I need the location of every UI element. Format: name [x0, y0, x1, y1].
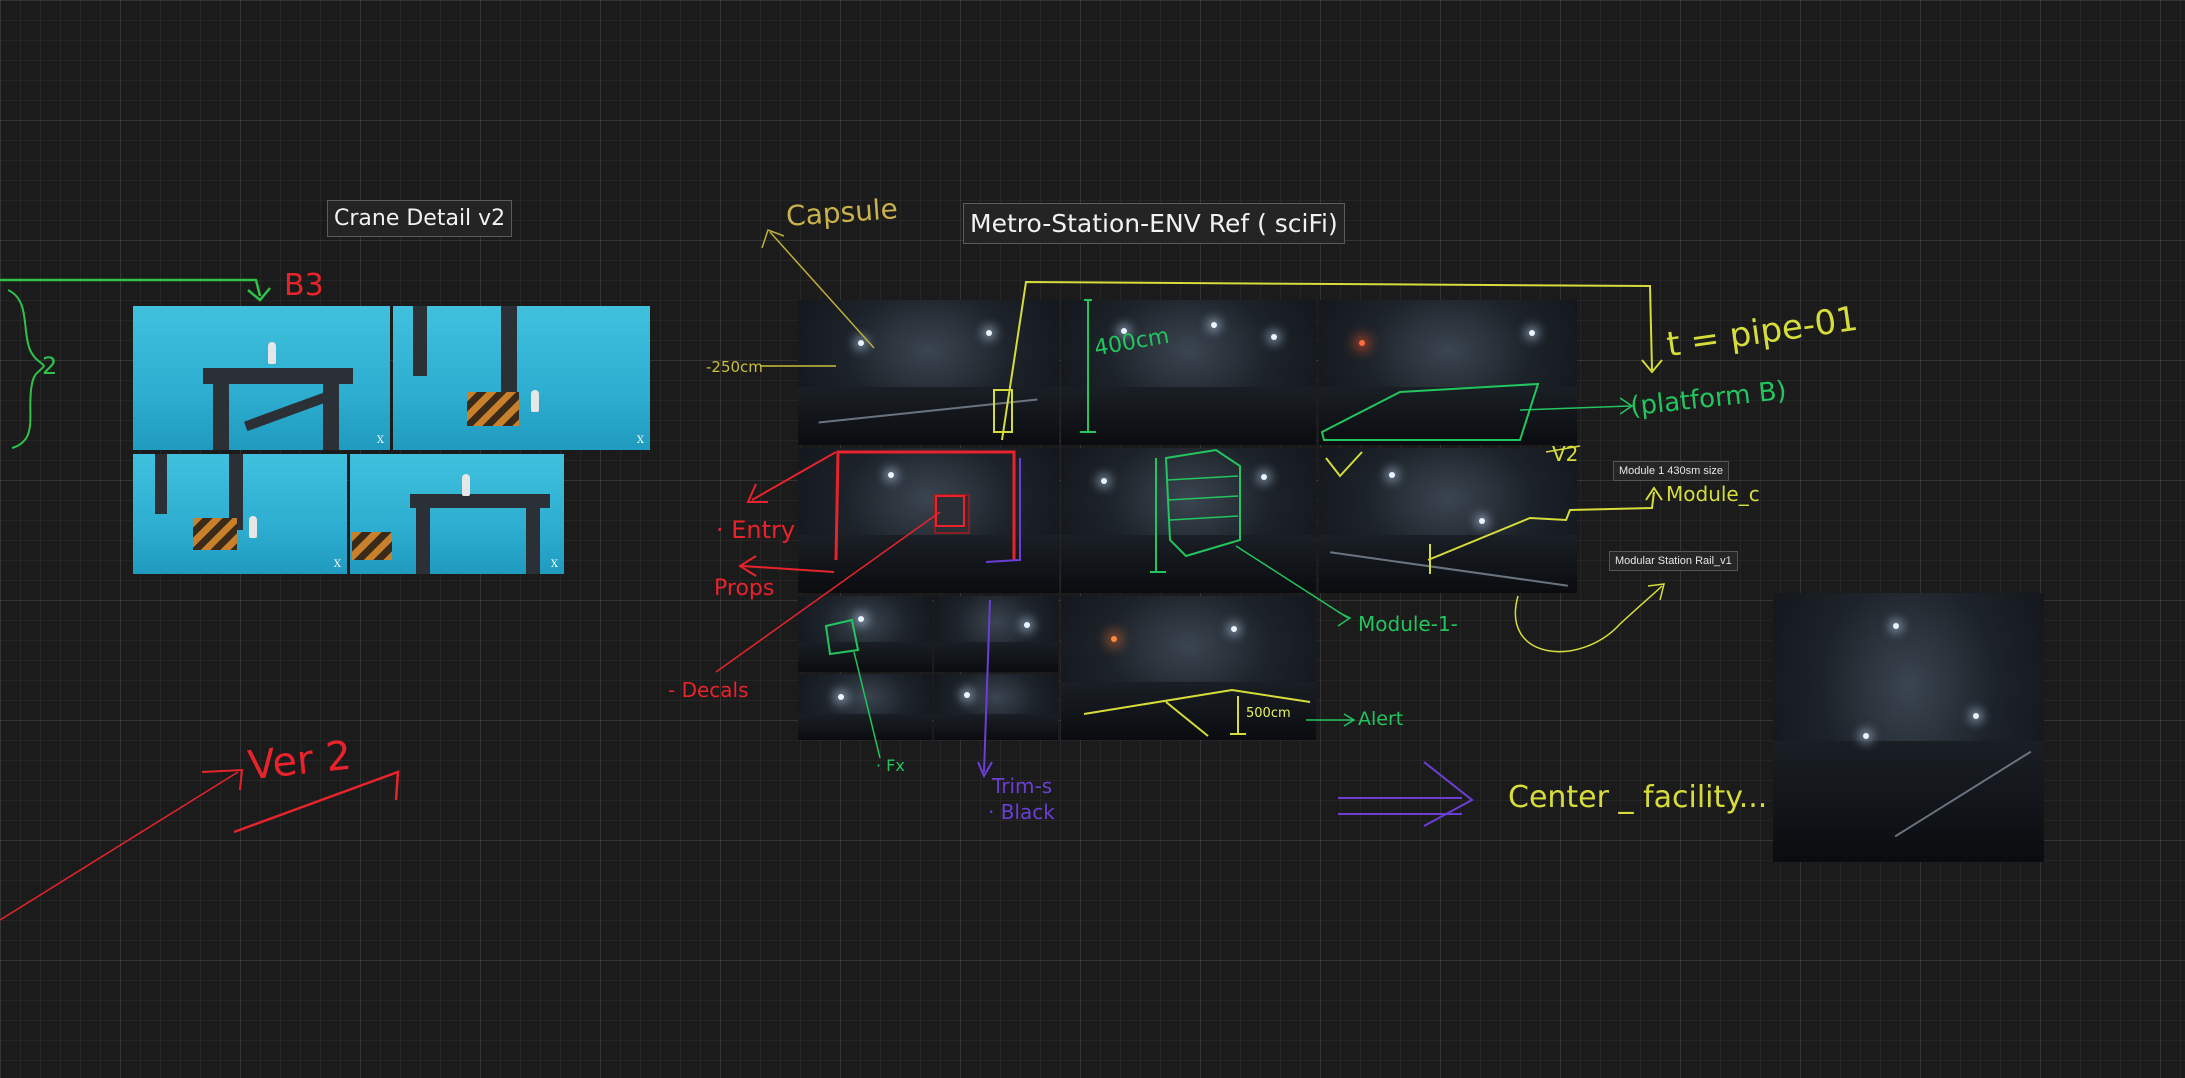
metro-image-large[interactable]: [1773, 593, 2044, 862]
module-c-label: Module_c: [1666, 482, 1760, 506]
metro-image-2[interactable]: [1061, 300, 1316, 445]
dist-500-label: 500cm: [1246, 706, 1291, 721]
metro-board-title[interactable]: Metro-Station-ENV Ref ( sciFi): [963, 203, 1345, 244]
module-size-tag[interactable]: Module 1 430sm size: [1613, 461, 1729, 481]
alert-label: Alert: [1358, 708, 1404, 730]
props-label: Props: [714, 576, 775, 601]
fx-label: · Fx: [876, 756, 905, 775]
black-label: · Black: [988, 800, 1055, 824]
watermark-logo: X: [333, 559, 341, 570]
trim-label: Trim-s: [992, 774, 1053, 798]
crane-board-title[interactable]: Crane Detail v2: [327, 200, 513, 237]
entry-label: · Entry: [716, 516, 796, 544]
crane-image-1[interactable]: X: [133, 306, 390, 450]
brace-2-label: 2: [42, 352, 58, 380]
module1-label: Module-1-: [1358, 612, 1458, 636]
decals-label: - Decals: [668, 678, 749, 702]
metro-image-5[interactable]: [1061, 448, 1316, 593]
metro-image-10[interactable]: [934, 674, 1058, 740]
metro-image-1[interactable]: [798, 300, 1059, 445]
center-facility-label: Center _ facility...: [1508, 780, 1768, 815]
v2-label: V2: [1552, 442, 1579, 466]
metro-image-8[interactable]: [934, 596, 1058, 672]
b3-label: B3: [284, 268, 324, 303]
metro-image-9[interactable]: [798, 674, 932, 740]
station-rail-tag[interactable]: Modular Station Rail_v1: [1609, 551, 1738, 571]
crane-image-2[interactable]: X: [393, 306, 650, 450]
metro-image-11[interactable]: [1061, 596, 1316, 740]
watermark-logo: X: [636, 435, 644, 446]
crane-image-4[interactable]: X: [350, 454, 564, 574]
watermark-logo: X: [376, 435, 384, 446]
watermark-logo: X: [550, 559, 558, 570]
dist-250-label: -250cm: [706, 358, 763, 376]
metro-image-7[interactable]: [798, 596, 932, 672]
crane-image-3[interactable]: X: [133, 454, 347, 574]
metro-image-6[interactable]: [1319, 448, 1577, 593]
